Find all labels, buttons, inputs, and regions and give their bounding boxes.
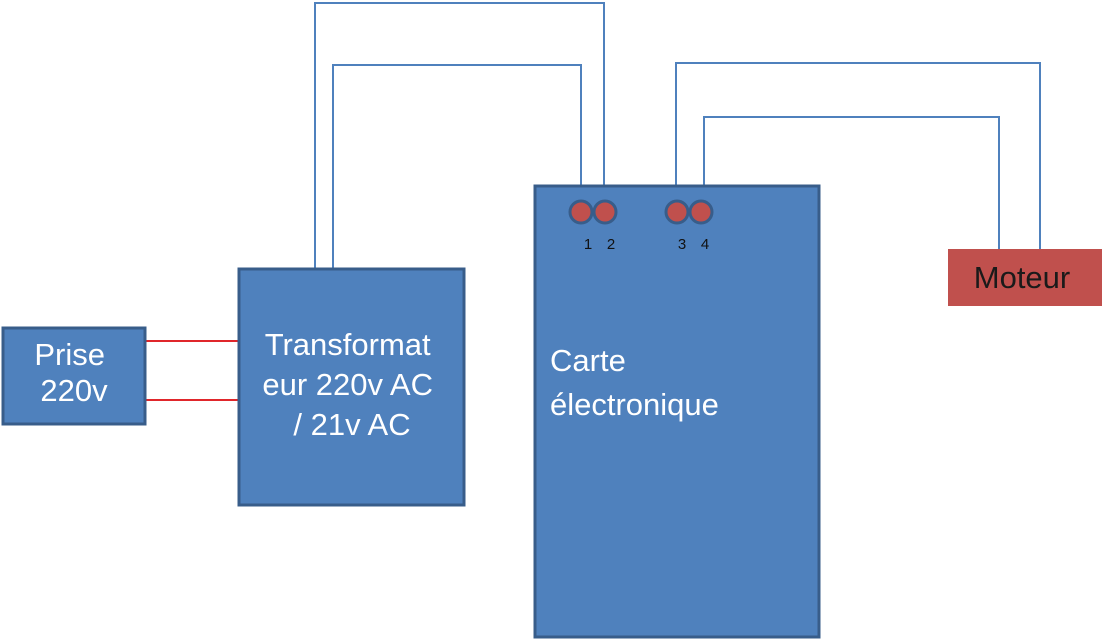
socket-label-line2: 220v — [40, 373, 108, 408]
svg-text:Transformat eur 220v AC: Transformat eur 220v AC / 21v AC — [262, 327, 441, 442]
wire-transformer-pin-2 — [314, 2, 605, 270]
socket-label-line1: Prise — [34, 337, 105, 372]
pin-label-4: 4 — [701, 236, 709, 253]
terminal-pin-1 — [568, 199, 594, 225]
svg-text:Carte électronique: Carte électronique — [550, 343, 719, 422]
card-label-line1: Carte — [550, 343, 626, 378]
socket-box — [1, 326, 147, 426]
transformer-box — [237, 267, 466, 507]
terminal-pin-3 — [664, 199, 690, 225]
transformer-label-line2: eur 220v AC — [262, 367, 433, 402]
terminal-pin-2 — [592, 199, 618, 225]
wire-transformer-pin-1 — [332, 64, 582, 270]
motor-box — [948, 249, 1102, 306]
electronic-card-box — [533, 184, 821, 639]
terminal-pin-4 — [688, 199, 714, 225]
pin-label-1: 1 — [584, 236, 592, 253]
pin-label-3: 3 — [678, 236, 686, 253]
motor-label: Moteur — [974, 260, 1070, 295]
card-label-line2: électronique — [550, 387, 719, 422]
transformer-label-line3: / 21v AC — [293, 407, 410, 442]
wire-pin-4-motor — [703, 116, 1000, 249]
transformer-label-line1: Transformat — [265, 327, 431, 362]
svg-text:Prise 220v: Prise 220v — [34, 337, 113, 408]
pin-label-2: 2 — [607, 236, 615, 253]
wire-pin-3-motor — [675, 62, 1041, 249]
